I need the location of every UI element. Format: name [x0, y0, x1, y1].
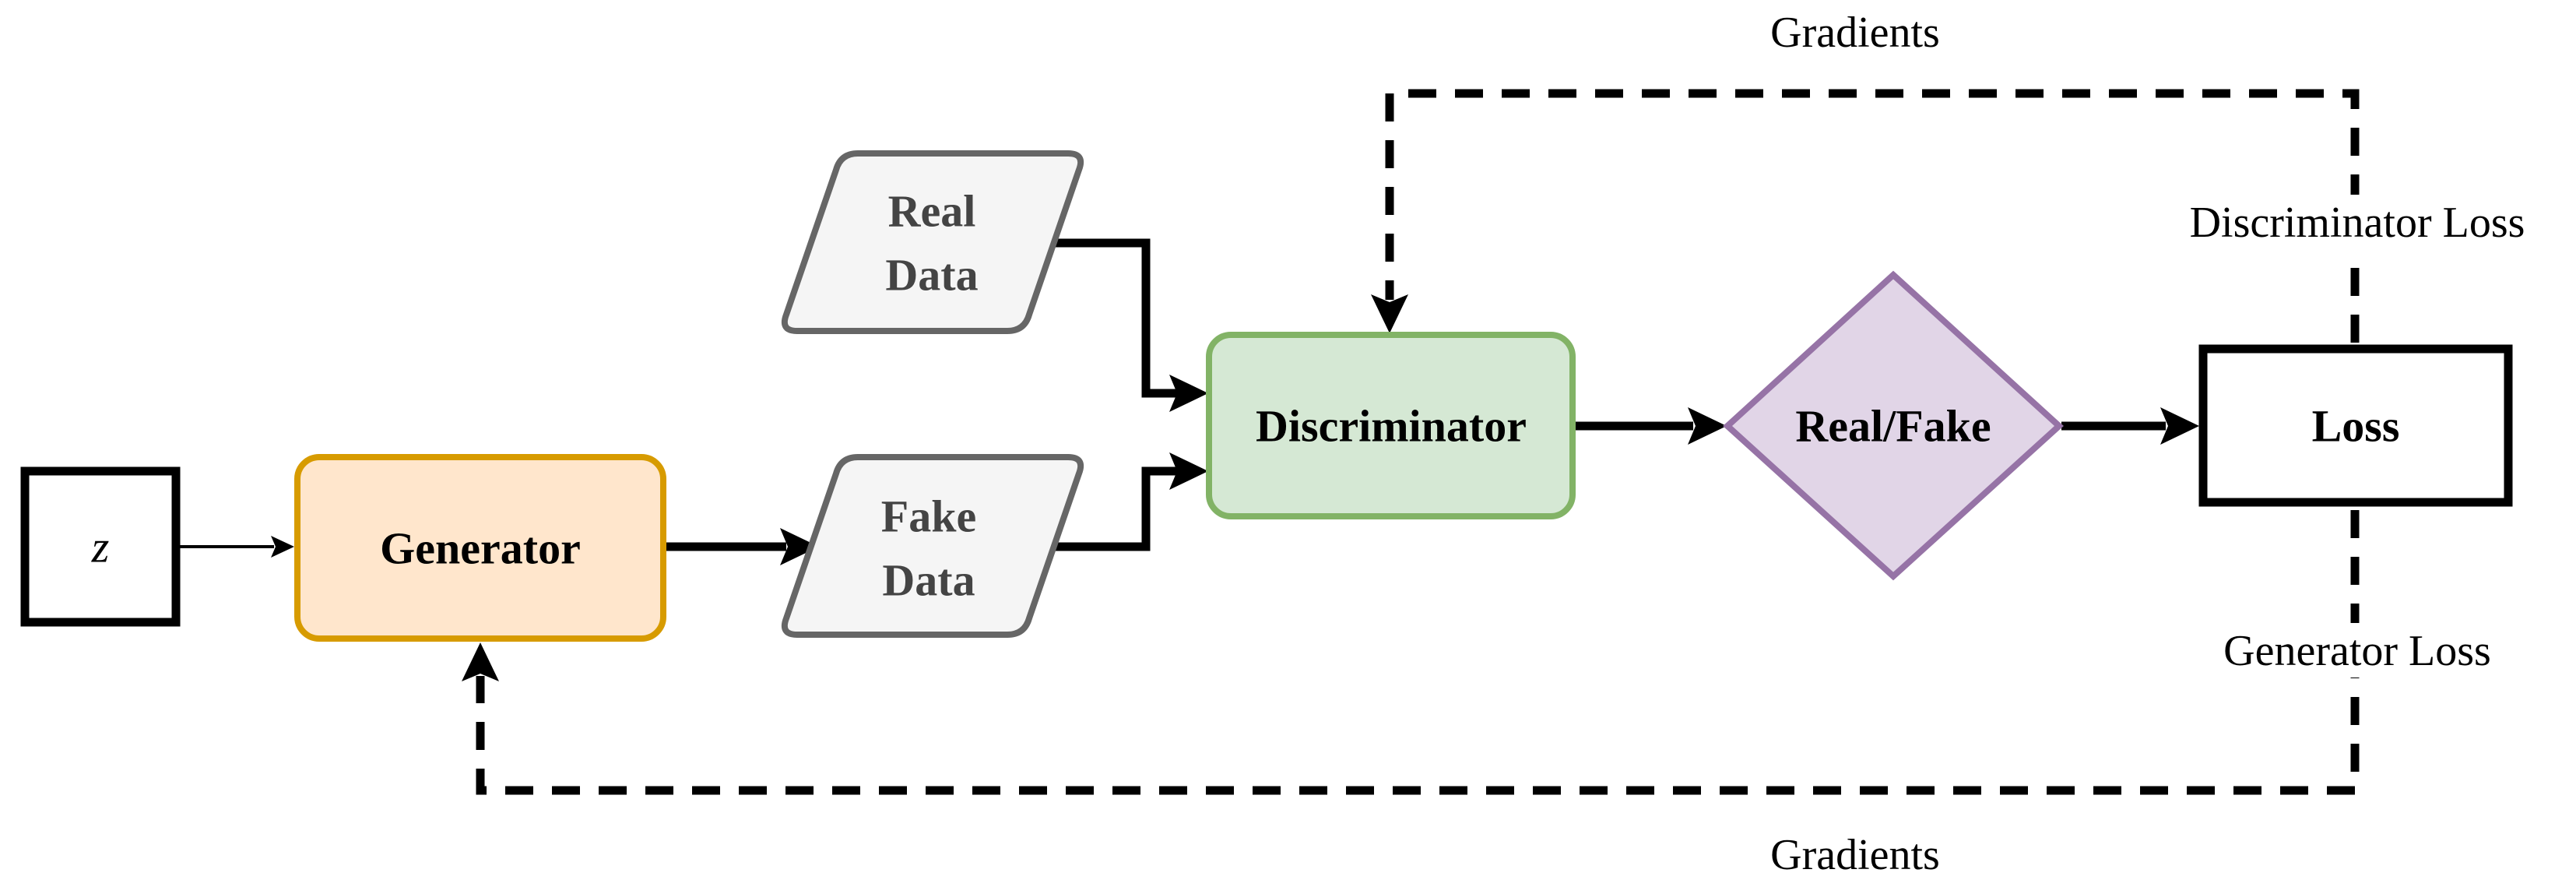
- arrowhead-generator-gradients: [462, 642, 499, 681]
- node-real-data-line1: Real: [888, 186, 976, 237]
- arrowhead-discriminator-gradients: [1371, 294, 1408, 333]
- node-real-data-line2: Data: [885, 250, 978, 301]
- arrowhead-discriminator-to-realfake: [1688, 407, 1727, 445]
- arrowhead-fake-data-to-discriminator: [1169, 452, 1208, 490]
- edge-fake-data-to-discriminator: [1035, 466, 1177, 551]
- node-generator: Generator: [294, 454, 666, 642]
- node-z: z: [20, 466, 181, 627]
- edge-real-data-to-discriminator: [1055, 238, 1177, 398]
- node-loss-label: Loss: [2312, 401, 2400, 452]
- node-fake-data-line1: Fake: [881, 491, 976, 542]
- label-discriminator-loss: Discriminator Loss: [2190, 199, 2525, 247]
- arrowhead-real-data-to-discriminator: [1169, 375, 1208, 412]
- node-generator-label: Generator: [380, 523, 581, 574]
- label-gradients-bottom: Gradients: [1770, 831, 1940, 879]
- node-real-data: Real Data: [781, 150, 1084, 334]
- label-generator-loss-bg: [2188, 623, 2530, 678]
- node-real-fake: Real/Fake: [1723, 270, 2064, 581]
- node-discriminator-label: Discriminator: [1256, 401, 1527, 452]
- node-real-fake-label: Real/Fake: [1795, 401, 1991, 452]
- node-fake-data: Fake Data: [781, 454, 1084, 638]
- node-z-label: z: [91, 522, 110, 572]
- arrowhead-generator-to-fake-data: [780, 528, 819, 565]
- edge-generator-gradients: [476, 510, 2360, 795]
- node-loss: Loss: [2198, 344, 2513, 507]
- edge-discriminator-gradients: [1385, 89, 2360, 343]
- label-discriminator-loss-bg: [2149, 195, 2569, 249]
- node-fake-data-line2: Data: [882, 555, 975, 606]
- label-generator-loss: Generator Loss: [2223, 627, 2491, 675]
- node-discriminator: Discriminator: [1206, 332, 1576, 519]
- arrowhead-z-to-generator: [271, 536, 294, 558]
- arrowhead-realfake-to-loss: [2160, 407, 2199, 445]
- label-gradients-top: Gradients: [1770, 9, 1940, 57]
